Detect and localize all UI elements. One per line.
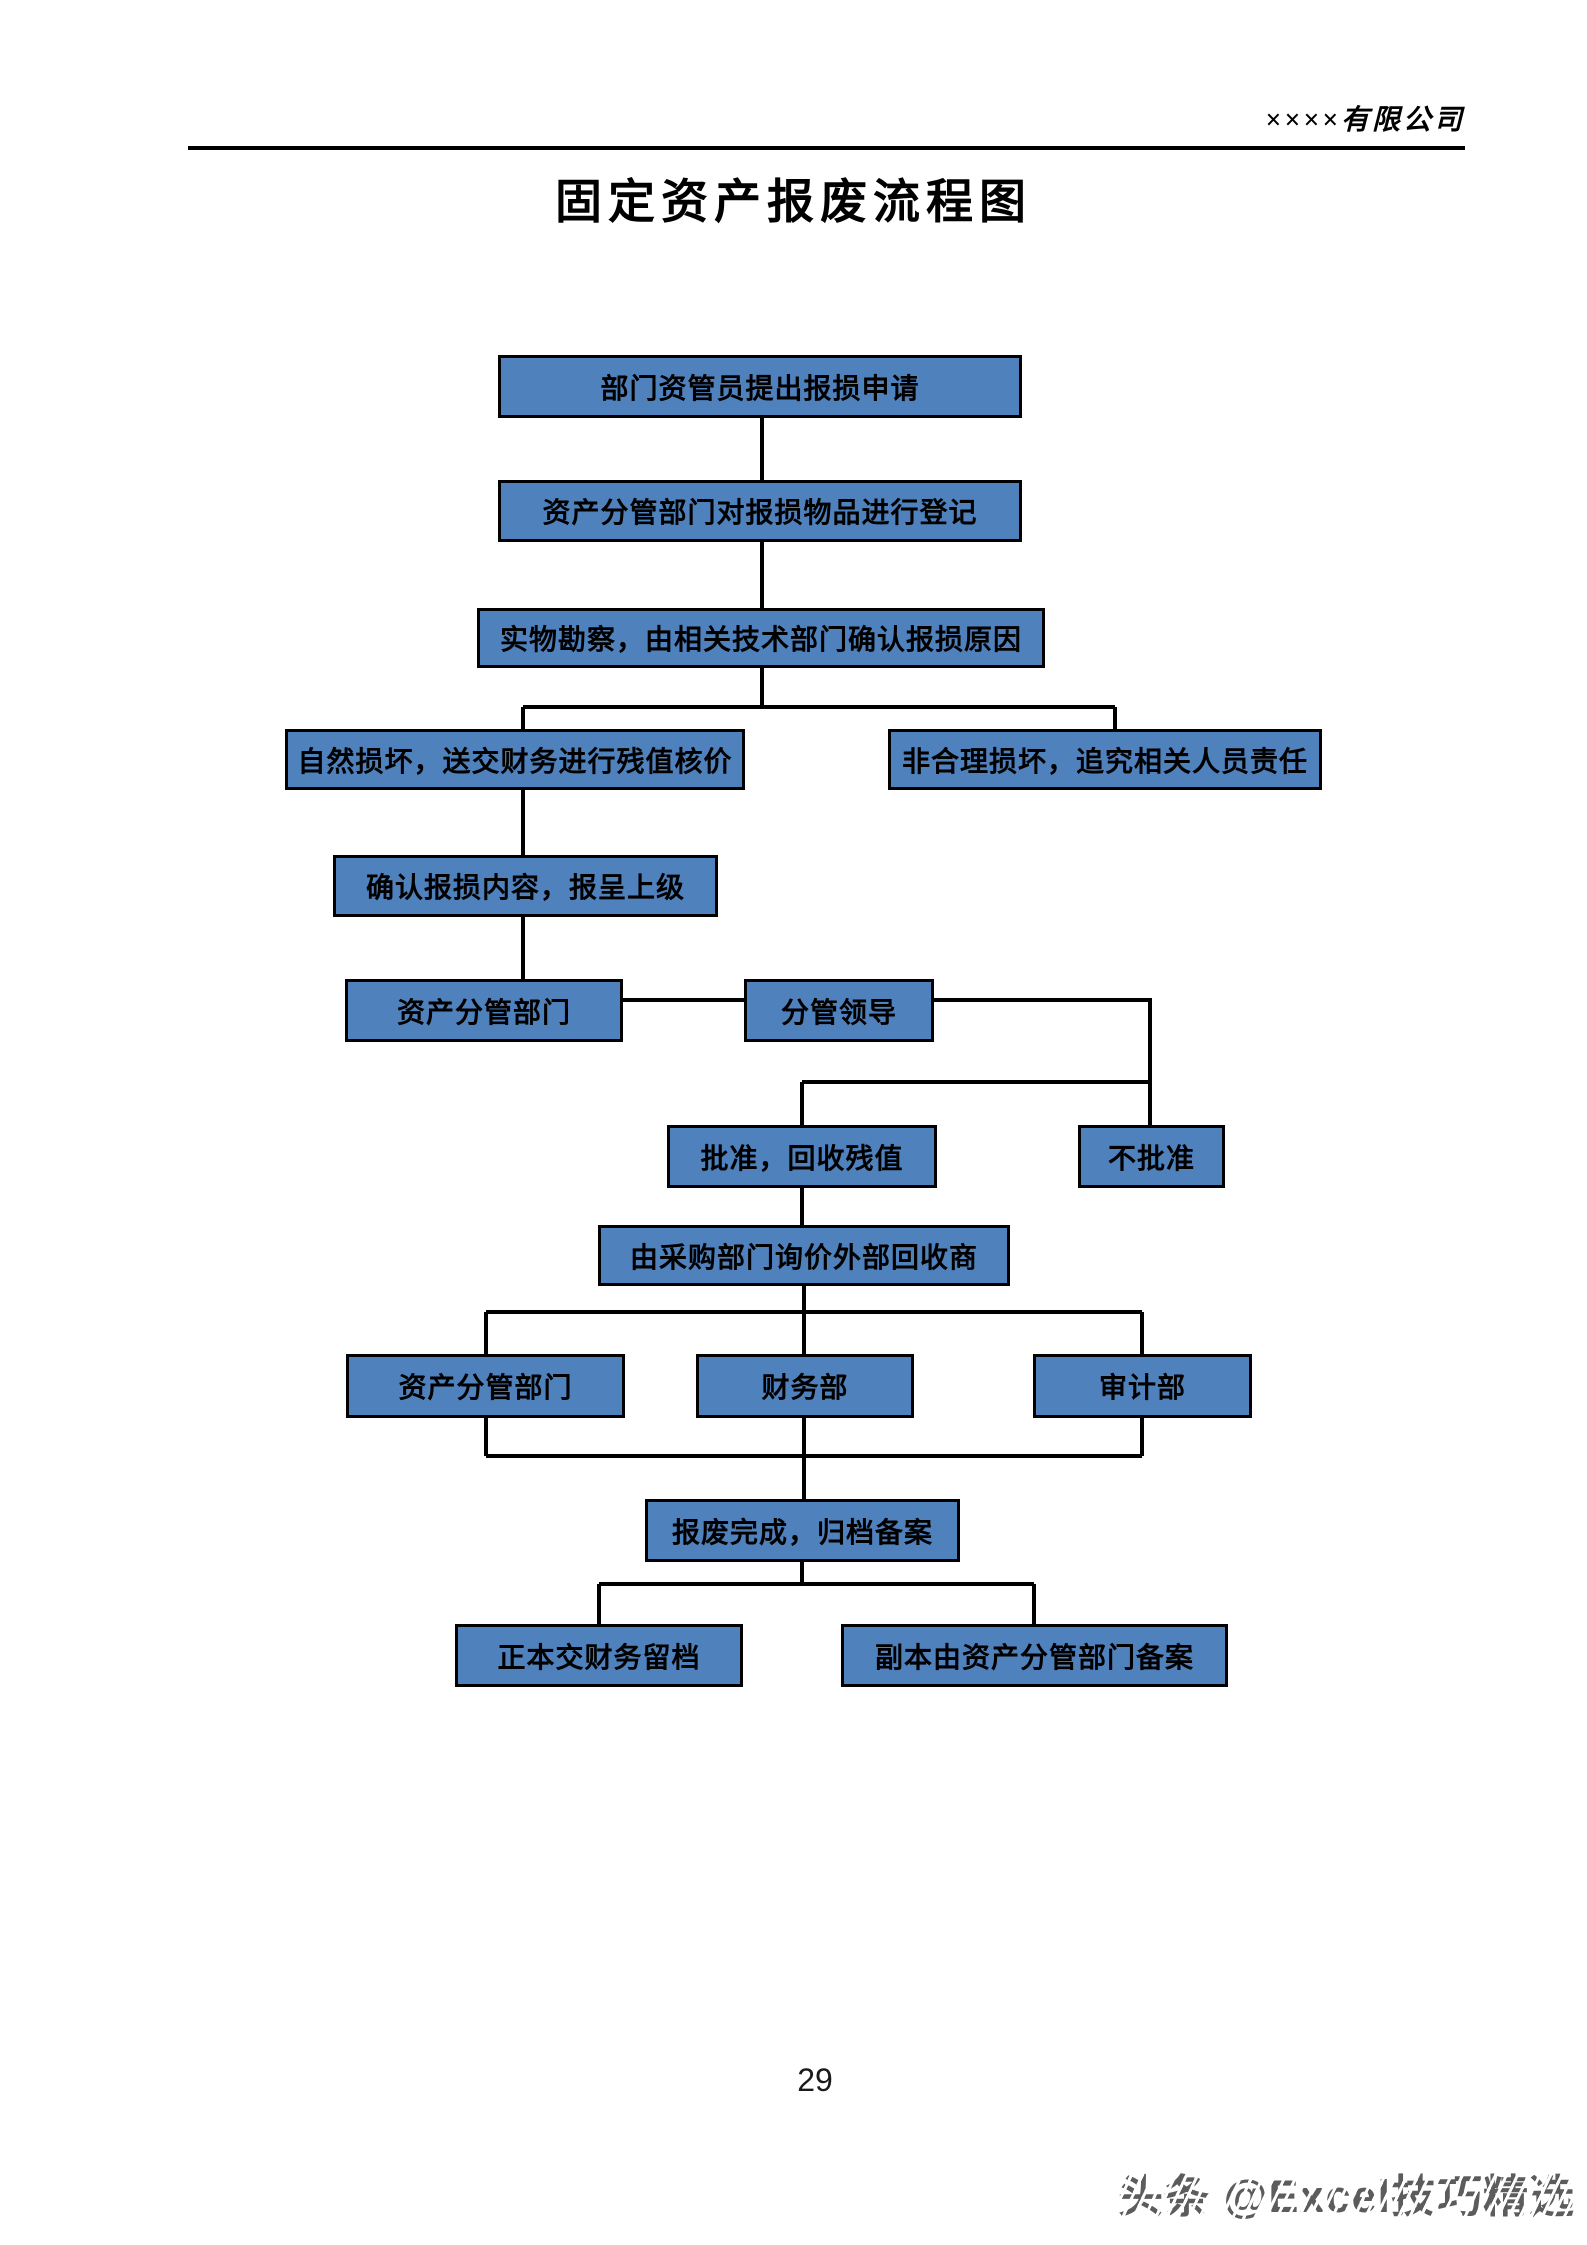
flow-node-asset-dept-1: 资产分管部门 [345, 979, 623, 1042]
connector-depts-merge [484, 1417, 1144, 1500]
watermark-text: 头条 @Excel技巧精选 [1118, 2160, 1575, 2225]
flow-node-duplicate-copy: 副本由资产分管部门备案 [841, 1624, 1228, 1687]
flow-node-archive: 报废完成，归档备案 [645, 1499, 960, 1562]
flow-node-apply: 部门资管员提出报损申请 [498, 355, 1022, 418]
flow-node-not-approved: 不批准 [1078, 1125, 1225, 1188]
flow-node-original-copy: 正本交财务留档 [455, 1624, 743, 1687]
company-header: ××××有限公司 [1265, 105, 1465, 136]
flow-node-inspect: 实物勘察，由相关技术部门确认报损原因 [477, 608, 1045, 668]
flow-node-finance-dept: 财务部 [696, 1354, 914, 1418]
flow-node-asset-dept-2: 资产分管部门 [346, 1354, 625, 1418]
page-number: 29 [797, 2062, 833, 2098]
connector-archive-split [597, 1561, 1036, 1625]
flow-node-confirm-report: 确认报损内容，报呈上级 [333, 855, 718, 917]
flow-node-natural-damage: 自然损坏，送交财务进行残值核价 [285, 729, 745, 790]
connector-inspect-split [521, 668, 1117, 731]
flow-node-register: 资产分管部门对报损物品进行登记 [498, 480, 1022, 542]
connector-purchasing-split [484, 1285, 1144, 1355]
flow-node-leader: 分管领导 [744, 979, 934, 1042]
header-divider [188, 146, 1465, 150]
flow-node-approved: 批准，回收残值 [667, 1125, 937, 1188]
connector-leader-decision [800, 998, 1152, 1126]
flow-node-audit-dept: 审计部 [1033, 1354, 1252, 1418]
page-title: 固定资产报废流程图 [555, 177, 1032, 229]
flow-node-purchasing-quote: 由采购部门询价外部回收商 [598, 1225, 1010, 1286]
flow-node-improper-damage: 非合理损坏，追究相关人员责任 [888, 729, 1322, 790]
